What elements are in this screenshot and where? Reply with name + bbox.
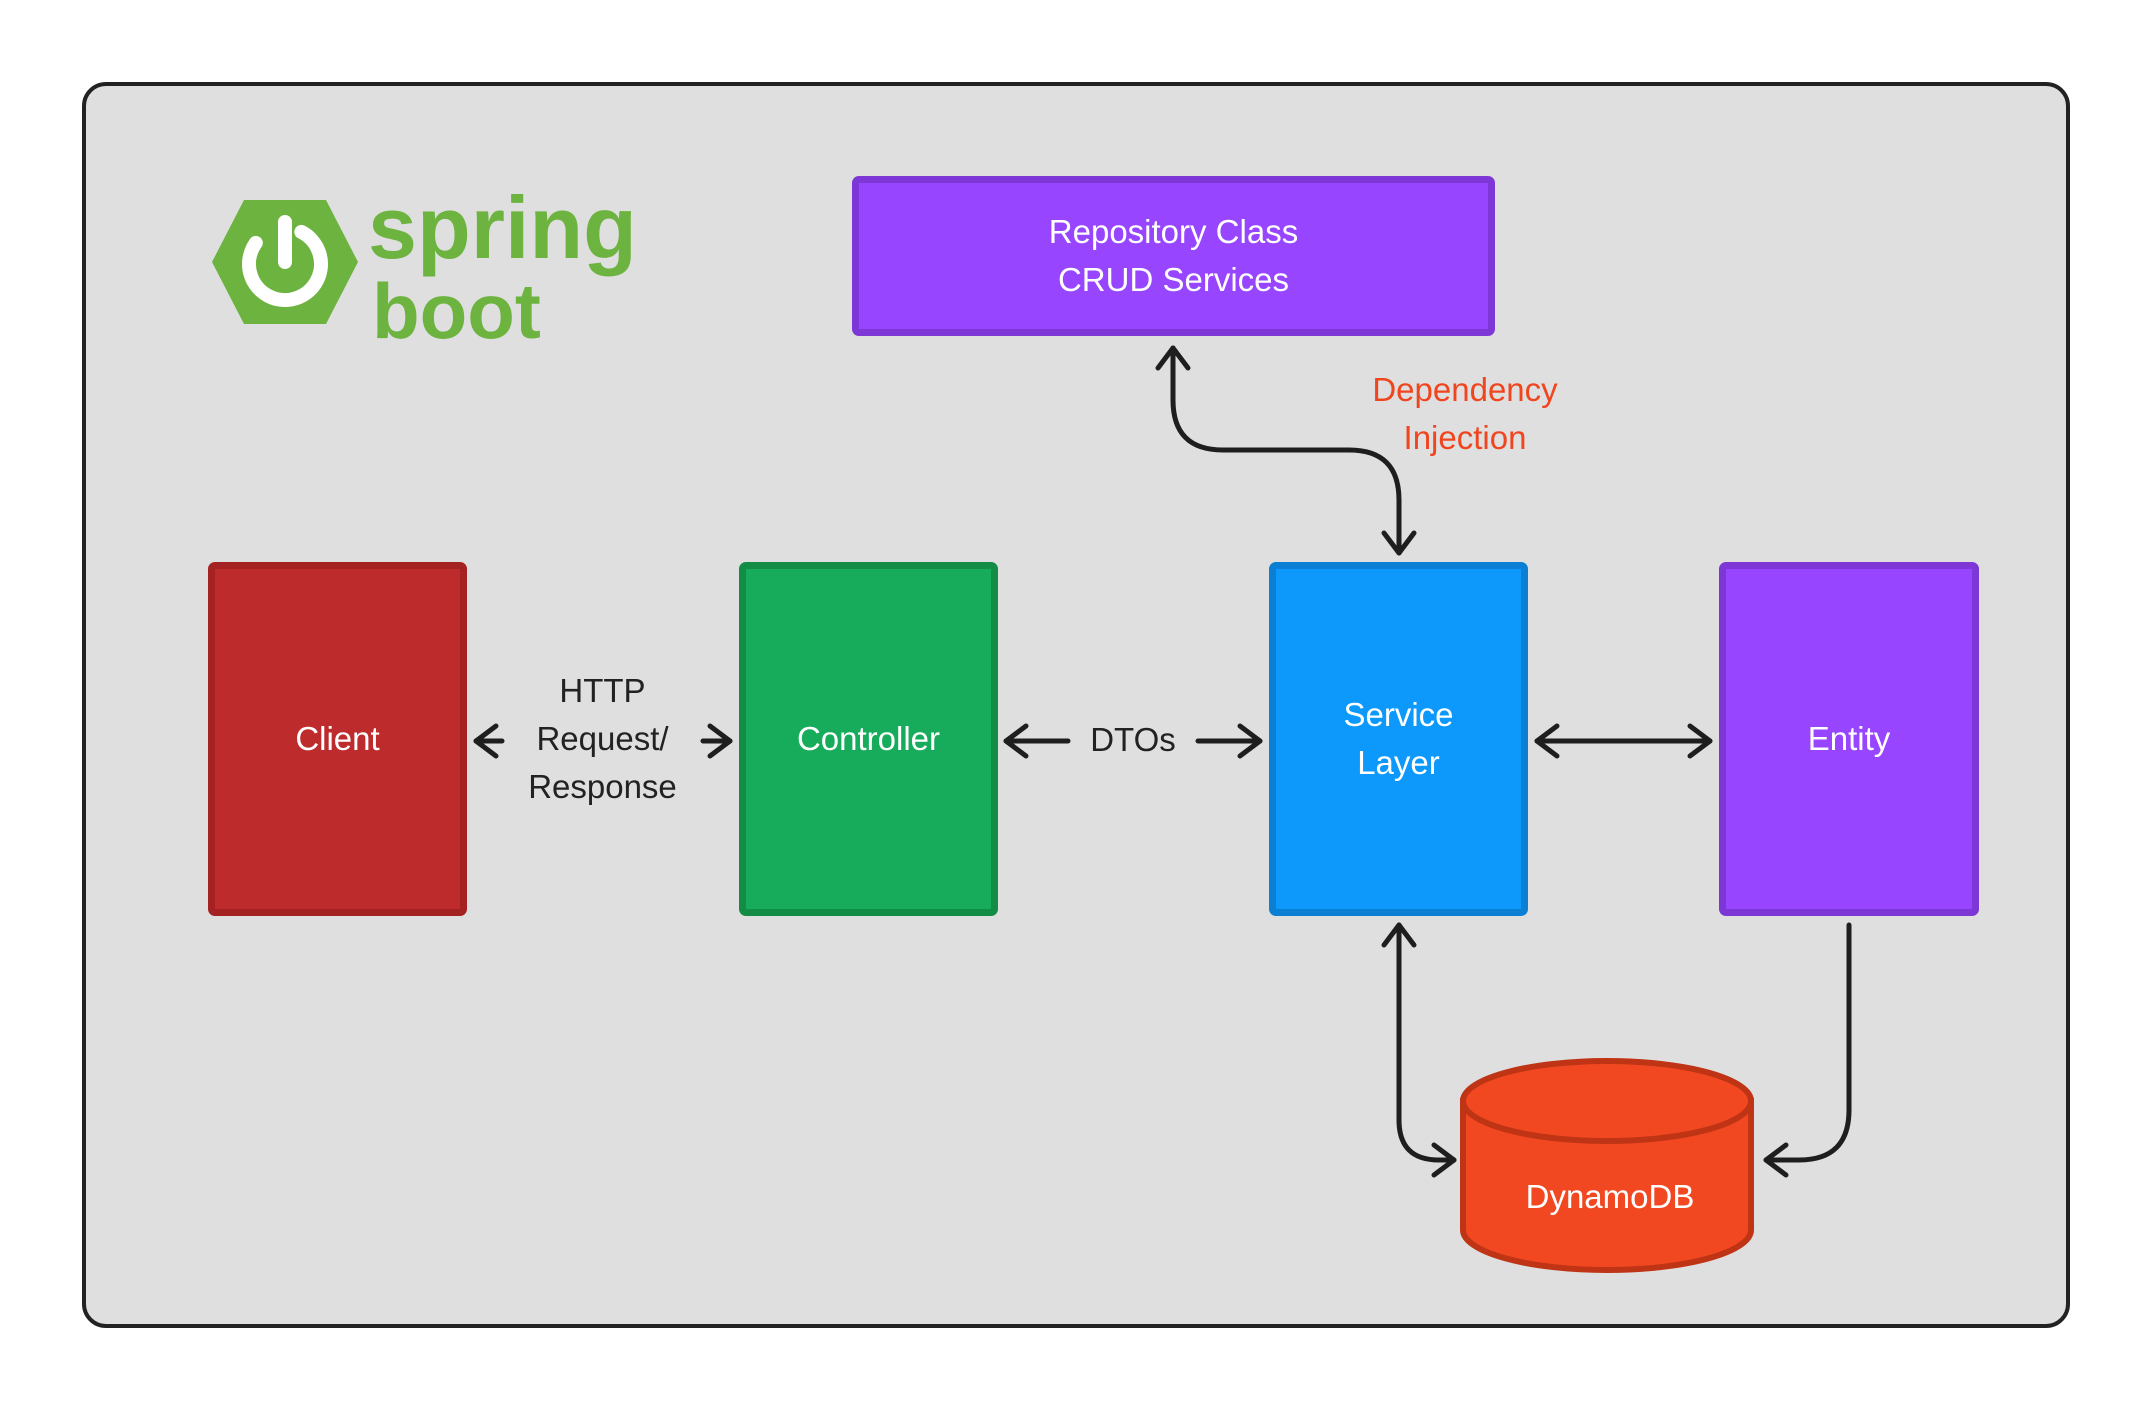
dtos-connector [1003, 723, 1263, 759]
repository-label-line2: CRUD Services [1057, 261, 1290, 298]
http-label-line2: Request/ [536, 720, 669, 757]
spring-boot-logo: spring boot [212, 178, 637, 355]
dynamodb-database-icon [1460, 1058, 1754, 1273]
logo-word-boot: boot [372, 267, 541, 355]
di-label-line2: Injection [1403, 419, 1527, 456]
http-label-line1: HTTP [559, 672, 646, 709]
entity-label: Entity [1807, 720, 1891, 757]
client-node: Client [208, 562, 467, 916]
service-label-line1: Service [1343, 696, 1454, 733]
http-connector [473, 723, 733, 759]
service-label-line2: Layer [1357, 744, 1440, 781]
service-layer-node: Service Layer [1269, 562, 1528, 916]
entity-db-connector [1763, 922, 1852, 1178]
entity-node: Entity [1719, 562, 1979, 916]
repository-label-line1: Repository Class [1048, 213, 1299, 250]
dtos-edge-label: DTOs [1090, 721, 1176, 758]
repository-class-node: Repository Class CRUD Services [852, 176, 1495, 336]
dynamodb-label: DynamoDB [1525, 1178, 1695, 1215]
controller-label: Controller [796, 720, 941, 757]
service-db-connector [1381, 922, 1457, 1178]
dependency-injection-connector [1155, 345, 1417, 556]
http-edge-label: HTTP Request/ Response [510, 667, 695, 811]
controller-node: Controller [739, 562, 998, 916]
client-label: Client [295, 720, 380, 757]
http-label-line3: Response [528, 768, 677, 805]
dependency-injection-label: Dependency Injection [1335, 366, 1595, 462]
di-label-line1: Dependency [1372, 371, 1558, 408]
logo-word-spring: spring [368, 178, 637, 277]
service-entity-connector [1534, 723, 1713, 759]
